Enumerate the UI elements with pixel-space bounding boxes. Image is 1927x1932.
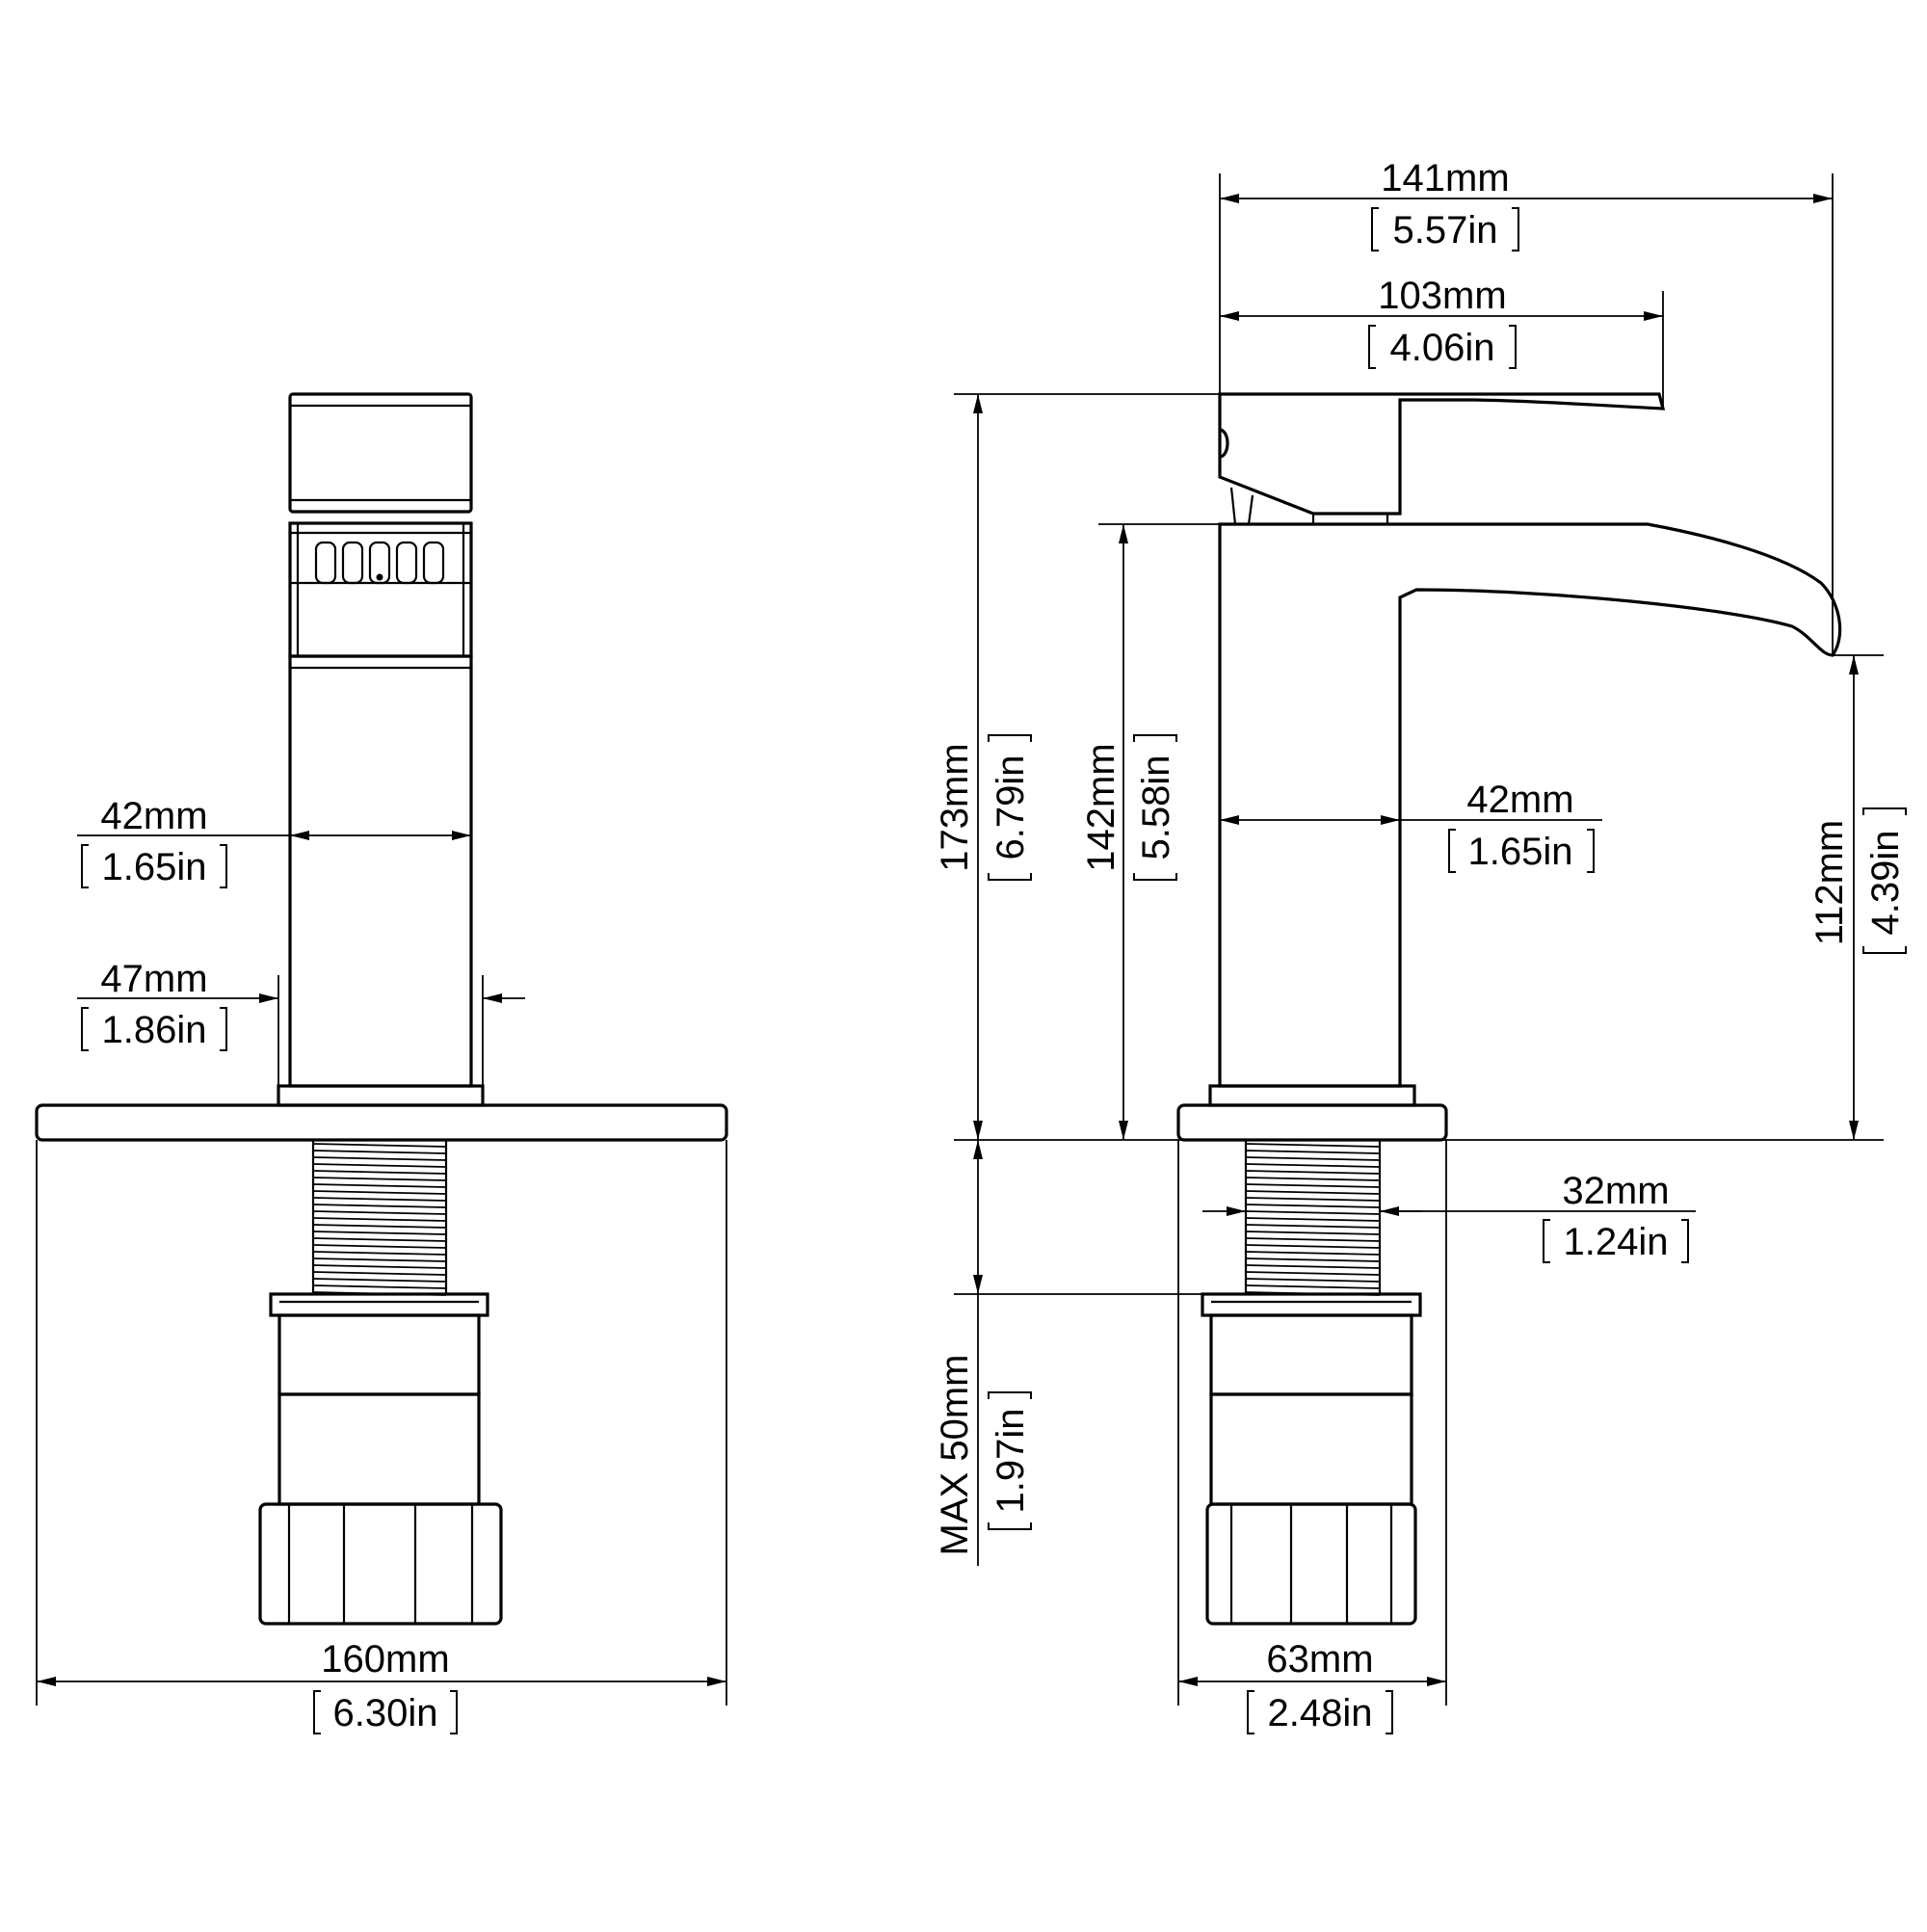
- front-handle-width-mm: 42mm: [100, 795, 207, 837]
- front-threaded-shank: [311, 1138, 448, 1296]
- side-base-ring: [1208, 1084, 1416, 1107]
- side-base-plate: [1176, 1103, 1448, 1142]
- side-deck-thickness-inch: 1.97in: [990, 1409, 1032, 1514]
- side-view: 141mm 5.57in 103mm 4.06in 173mm 6.79in 1…: [934, 157, 1907, 1734]
- side-deck-thickness-mm: MAX 50mm: [934, 1355, 976, 1556]
- side-base-width-inch: 2.48in: [1268, 1692, 1373, 1734]
- side-thread-diameter-mm: 32mm: [1562, 1170, 1669, 1212]
- side-total-height-mm: 173mm: [934, 743, 976, 871]
- front-body-width-inch: 1.86in: [102, 1009, 207, 1051]
- front-base-width-mm: 160mm: [321, 1638, 449, 1681]
- side-outlet-height-inch: 4.39in: [1864, 831, 1907, 936]
- front-handle-width-inch: 1.65in: [102, 846, 207, 888]
- side-body-width-mm: 42mm: [1466, 779, 1573, 821]
- front-view: 42mm 1.65in 47mm 1.86in 160mm 6.30in: [35, 392, 728, 1734]
- front-connector: [277, 1392, 481, 1506]
- front-base-width-inch: 6.30in: [333, 1692, 438, 1734]
- side-spout-height-mm: 142mm: [1080, 743, 1122, 871]
- front-handle-cap: [288, 392, 473, 514]
- side-spout-body: [1218, 522, 1842, 1088]
- side-mount-washer: [1201, 1292, 1422, 1317]
- side-thread-diameter-inch: 1.24in: [1564, 1221, 1669, 1263]
- side-body-width-inch: 1.65in: [1468, 831, 1573, 873]
- side-connector: [1209, 1392, 1413, 1506]
- side-total-length-inch: 5.57in: [1393, 209, 1498, 251]
- front-body-width-mm: 47mm: [100, 958, 207, 1000]
- side-hex-nut: [1205, 1502, 1417, 1626]
- front-hex-nut: [258, 1502, 503, 1626]
- side-handle-length-inch: 4.06in: [1390, 327, 1495, 369]
- front-base-ring: [277, 1084, 485, 1107]
- side-base-width-mm: 63mm: [1266, 1638, 1373, 1681]
- side-handle-knob: [1219, 428, 1229, 459]
- front-mount-washer: [269, 1292, 489, 1317]
- side-handle: [1218, 392, 1666, 516]
- front-mount-nut: [277, 1313, 481, 1396]
- front-base-plate: [35, 1103, 728, 1142]
- front-cartridge-slots: [314, 541, 445, 585]
- side-total-length-mm: 141mm: [1381, 157, 1509, 199]
- side-spout-height-inch: 5.58in: [1135, 755, 1177, 860]
- side-handle-length-mm: 103mm: [1378, 275, 1506, 317]
- side-outlet-height-mm: 112mm: [1808, 820, 1851, 945]
- side-threaded-shank: [1244, 1138, 1382, 1296]
- side-total-height-inch: 6.79in: [990, 755, 1032, 860]
- side-mount-nut: [1209, 1313, 1413, 1396]
- front-body: [288, 654, 473, 1088]
